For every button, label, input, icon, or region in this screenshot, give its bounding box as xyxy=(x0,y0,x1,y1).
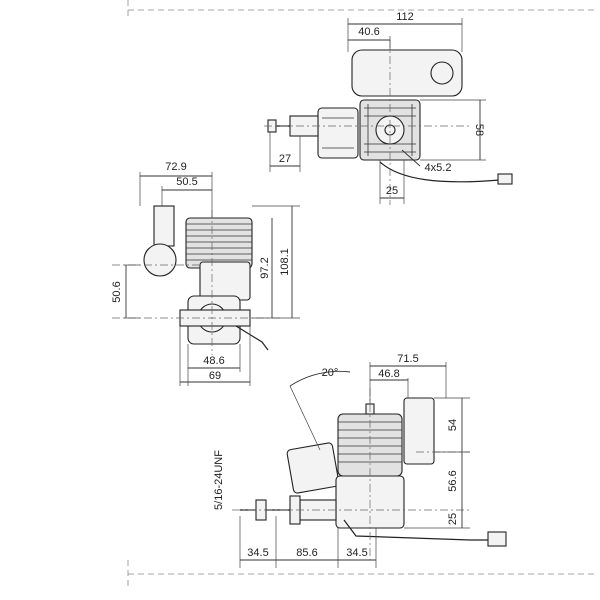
dim-side-muffler-inner: 46.8 xyxy=(378,368,399,380)
dim-side-len-body: 85.6 xyxy=(296,547,317,559)
top-view: 112 40.6 58 27 4x5.2 25 xyxy=(264,11,513,205)
dim-side-len-prop: 34.5 xyxy=(247,547,268,559)
dim-front-carb-offset: 72.9 xyxy=(165,161,186,173)
side-plug-cap xyxy=(487,531,507,547)
dim-side-len-rear: 34.5 xyxy=(346,547,367,559)
dim-front-mount-outer: 69 xyxy=(209,370,221,382)
dim-front-carb-inner: 50.5 xyxy=(176,176,197,188)
front-cylinder xyxy=(185,217,253,269)
dim-front-crank-height: 50.6 xyxy=(111,281,123,302)
dim-side-crank-top: 56.6 xyxy=(447,470,459,491)
dim-side-angle: 20° xyxy=(322,367,339,379)
front-exhaust xyxy=(153,205,175,247)
dim-front-cyl-height: 97.2 xyxy=(259,257,271,278)
front-muffler-disc xyxy=(143,243,177,277)
dim-top-prop-offset: 27 xyxy=(279,153,291,165)
dim-top-mount-holes: 4x5.2 xyxy=(425,162,452,174)
front-view: 72.9 50.5 97.2 108.1 50.6 48.6 69 xyxy=(111,161,300,386)
dim-side-crank-base: 25 xyxy=(447,513,459,525)
dim-top-head-height: 58 xyxy=(473,124,485,136)
dim-front-total-height: 108.1 xyxy=(279,248,291,276)
top-muffler-outlet xyxy=(430,61,454,85)
dim-front-mount-inner: 48.6 xyxy=(203,355,224,367)
dim-side-thread: 5/16-24UNF xyxy=(213,450,225,510)
sheet-border xyxy=(127,0,596,590)
dim-side-muffler-height: 54 xyxy=(447,419,459,431)
dim-side-muffler-offset: 71.5 xyxy=(397,353,418,365)
side-carburettor xyxy=(286,442,340,494)
top-muffler xyxy=(351,49,463,97)
side-muffler xyxy=(403,397,435,465)
dim-top-overall: 112 xyxy=(396,11,414,23)
top-carburettor xyxy=(317,107,359,159)
dim-top-mount-spacing: 25 xyxy=(386,185,398,197)
side-view: 20° 71.5 46.8 54 56.6 25 5/16-24UNF 34.5… xyxy=(213,353,507,568)
front-carburettor xyxy=(199,261,251,301)
dim-top-tank-offset: 40.6 xyxy=(358,26,379,38)
